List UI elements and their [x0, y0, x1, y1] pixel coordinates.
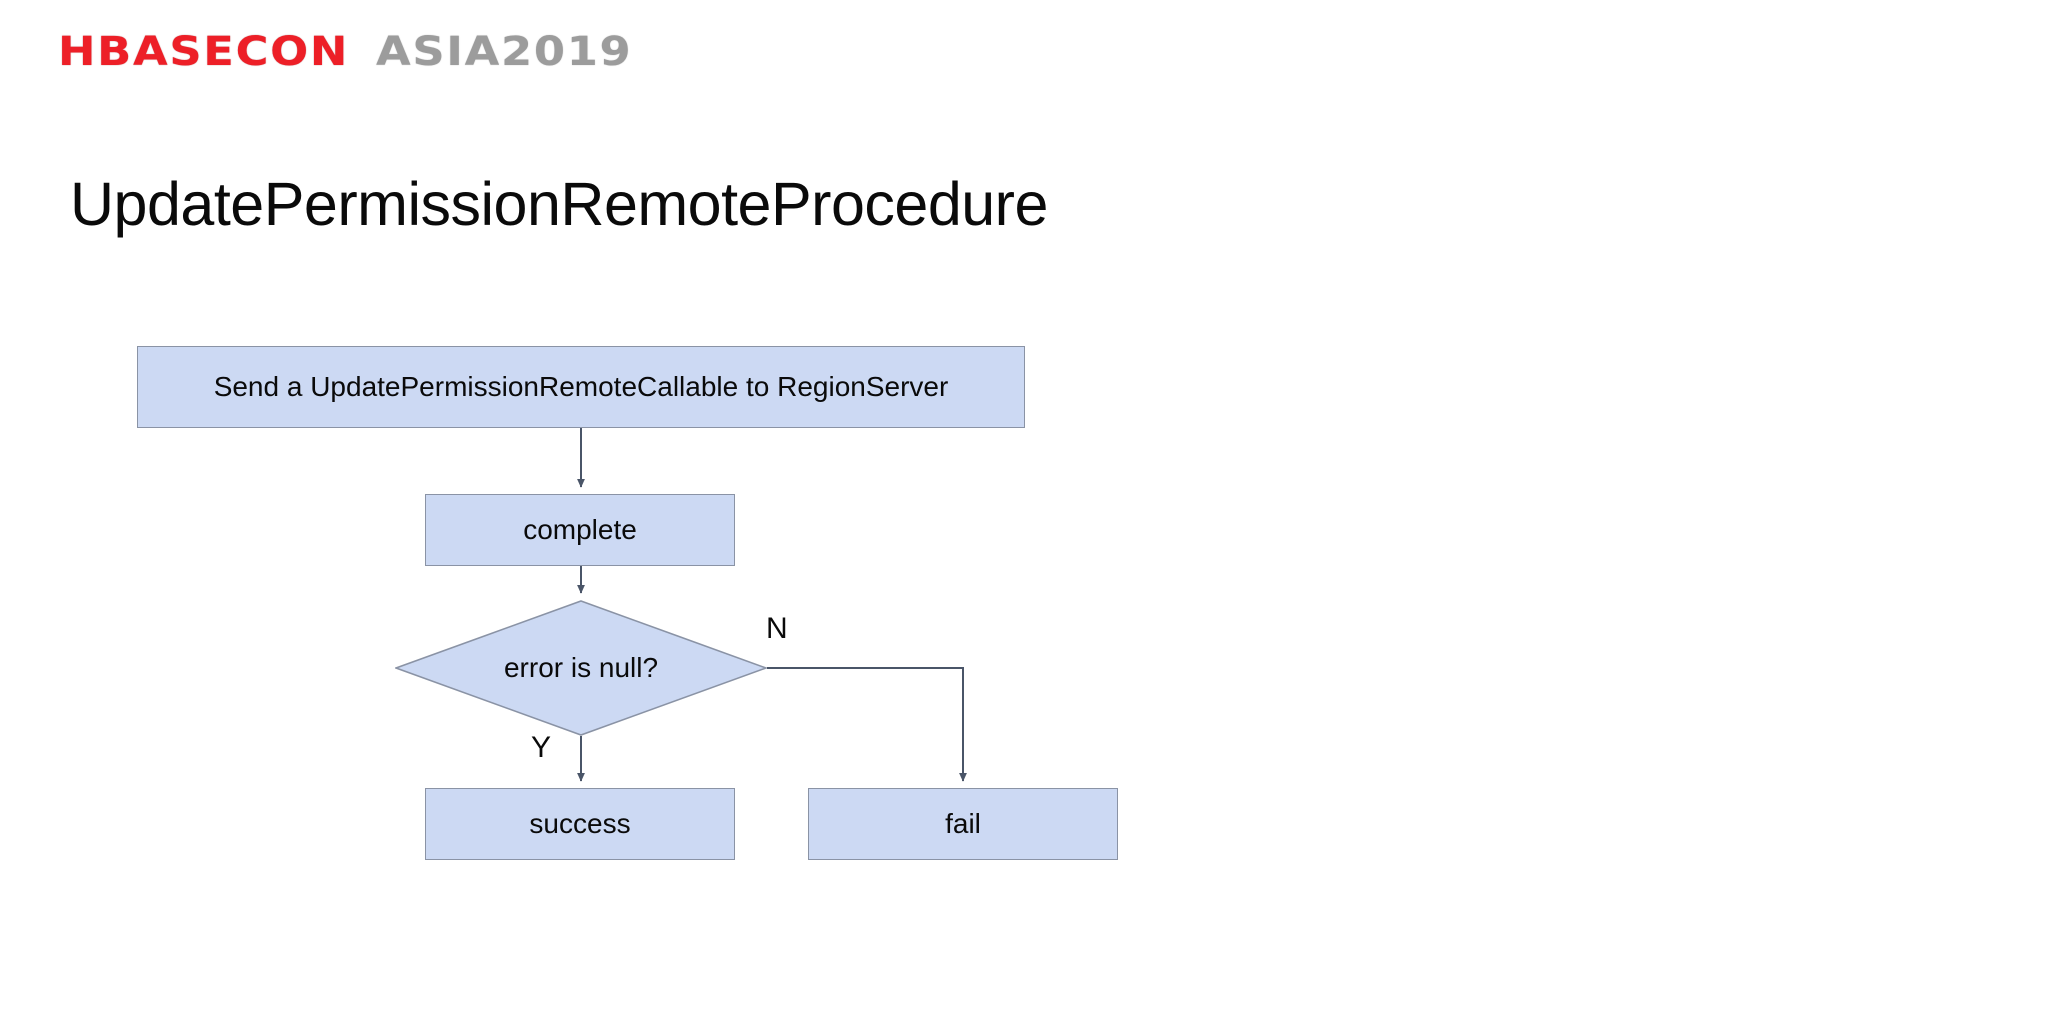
flow-node-success-label: success — [529, 807, 631, 839]
edge-decision-to-fail — [767, 667, 967, 782]
edge-label-yes: Y — [531, 731, 552, 764]
flow-node-fail-label: fail — [945, 807, 981, 839]
logo-secondary-text: ASIA2019 — [375, 29, 633, 75]
logo-primary-text: HBASECON — [58, 29, 350, 75]
diamond-shape — [395, 600, 767, 736]
flow-node-fail[interactable]: fail — [808, 788, 1118, 860]
hbasecon-asia-logo: HBASECON ASIA2019 — [58, 29, 631, 75]
flow-node-decision-error-is-null[interactable]: error is null? — [395, 600, 767, 736]
flow-node-send-callable[interactable]: Send a UpdatePermissionRemoteCallable to… — [137, 346, 1025, 428]
flow-node-complete[interactable]: complete — [425, 494, 735, 566]
flow-node-send-callable-label: Send a UpdatePermissionRemoteCallable to… — [213, 370, 949, 402]
flow-node-decision-label: error is null? — [503, 652, 659, 683]
edge-label-no: N — [766, 612, 788, 645]
flow-node-complete-label: complete — [523, 513, 637, 545]
flow-node-success[interactable]: success — [425, 788, 735, 860]
page-title: UpdatePermissionRemoteProcedure — [70, 169, 1048, 238]
